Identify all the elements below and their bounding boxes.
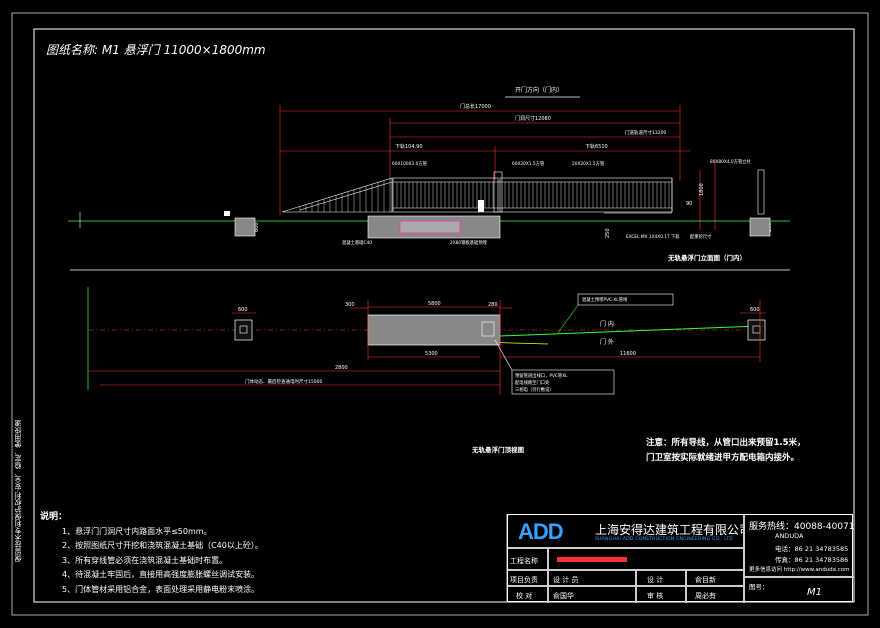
label-seg-b: 60X20X1.5方管 [512,160,545,167]
notes-title: 说明： [40,512,68,522]
row2-b: 俞国华 [548,586,636,603]
dim-h90: 90 [686,201,692,207]
drawing-title: 图纸名称: M1 悬浮门 11000×1800mm [46,43,266,57]
row1-c: 设 计 [636,570,686,586]
dimension-lines [279,105,716,230]
elevation-view-label: 无轨悬浮门立面图（门内） [667,253,746,262]
project-label: 工程名称 [508,548,548,570]
notes-section: 说明： 1、悬浮门门洞尺寸内路面水平≤50mm。 2、按照图纸尺寸开挖和浇筑混凝… [40,510,500,597]
vertical-side-text: 保留技术专利保护权利·安全、稳定、使用快速 [14,420,22,563]
service-hotline: 服务热线：40088-40071 [749,522,854,532]
dim-left-seg: 下轨104.90 [395,143,423,150]
stopper-left [224,211,230,216]
gate-elevation [281,169,765,215]
project-name-cell [548,548,744,570]
label-bottom-a: EXCEL MX 1X4X0.1T 下轨 [626,233,680,240]
plan-w11600: 11600 [620,351,636,357]
label-seg-a: 60X100X3.0方管 [392,160,428,167]
drawing-no-label: 图号： [749,583,769,591]
anduda-name: ANDUDA [775,532,804,540]
plan-view-label: 无轨悬浮门顶视图 [471,445,525,454]
callout-top-leader [557,304,579,334]
outer-border [11,12,869,616]
note-item: 2、按照图纸尺寸开挖和浇筑混凝土基础（C40以上砼）。 [62,541,263,550]
row1-a: 项目负责 [508,570,548,586]
drawing-no: M1 [807,587,822,598]
callout-bot-3: 三相电（另行敷设） [515,386,554,393]
note-item: 5、门体管材采用铝合金，表面处理采用静电粉末喷涂。 [62,584,260,594]
label-foot-b: 2X80钢板基础预埋 [450,239,488,246]
plan-gate-line [499,325,761,337]
dim-h600: 600 [254,222,260,232]
label-seg-c: 20X20X1.5方管 [572,160,605,167]
plan-gate-out: 门 外 [600,338,614,346]
dim-cart: 门道轨道尺寸13200 [625,129,666,136]
note-item: 3、所有穿线管必须在浇筑混凝土基础时布置。 [62,555,228,565]
row2-d: 周必有 [686,586,744,603]
callout-bot-box [511,369,615,395]
plan-dimension-lines [88,300,766,395]
phone-number: 电话：86 21 34783585 [775,545,849,553]
inner-border [33,28,855,603]
company-header: ADD 上海安得达建筑工程有限公司 SHANGHAI ADD CONSTRUCT… [508,515,744,548]
post-left-core [239,325,248,334]
post-foot-left-elev [234,217,256,237]
website: 更多信息访问 http://www.anduda.com [749,567,850,573]
row2-a: 校 对 [508,586,548,603]
plan-w600a: 600 [238,307,248,313]
foundation-plan [367,314,501,346]
callout-bot-1: 预留管道出线口，PVC管XL [515,372,568,379]
plan-gate-in: 门 内 [600,320,614,328]
company-name-en: SHANGHAI ADD CONSTRUCTION ENGINEERING CO… [595,537,733,542]
open-direction-label: 开门方向（门内） [515,86,563,94]
label-bottom-b: 配重轮尺寸 [690,233,712,240]
row1-b: 设 计 员 [548,570,636,586]
label-seg-d: 80X80X4.0方管立柱 [710,158,752,165]
row2-c: 审 核 [636,586,686,603]
label-foot-a: 混凝土基础C40 [342,239,372,246]
post-foot-left-plan [234,319,253,341]
fax-number: 传真：86 21 34783586 [775,556,849,564]
note-main-1: 注意：所有导线，从管口出来预留1.5米， [646,437,806,448]
company-name-cn: 上海安得达建筑工程有限公司 [595,523,744,537]
post-foot-right-elev [749,217,771,237]
pipe-box [481,321,495,337]
note-item: 4、待混凝土牢固后，直接用高强度膨胀螺丝调试安装。 [62,570,260,579]
dim-h250: 250 [605,228,611,238]
plan-w300: 300 [345,302,355,308]
callout-top-box [577,293,674,306]
drawing-no-cell: 图号： M1 [744,577,854,603]
plan-w5800: 5800 [428,301,441,307]
dim-right-seg: 下轨6510 [585,143,608,150]
foundation-center [399,220,461,234]
plan-w600b: 600 [750,307,760,313]
stopper-center [478,200,484,212]
post-foot-right-plan [747,319,766,341]
row1-d: 俞目新 [686,570,744,586]
dim-door-size: 门洞尺寸12080 [515,115,551,122]
note-main-2: 门卫室按实际就绪进甲方配电箱内接外。 [646,452,799,463]
callout-top: 混凝土预埋PVC-XL管线 [582,296,628,303]
plan-w2800: 2800 [335,365,348,371]
plan-w280: 280 [488,302,498,308]
title-block: ADD 上海安得达建筑工程有限公司 SHANGHAI ADD CONSTRUCT… [507,514,854,603]
callout-bot-leader [494,339,513,371]
project-name-redline [557,557,627,562]
contact-block: 服务热线：40088-40071 ANDUDA 电话：86 21 3478358… [744,515,854,577]
callout-bot-2: 配电线路至门口处 [515,379,550,386]
gate-bars [299,178,670,212]
dim-h1800: 1800 [699,183,705,196]
plan-w5300: 5300 [425,351,438,357]
company-logo: ADD [518,519,564,544]
plan-long-note: 门体动态、最后检查通电时尺寸15000 [245,378,322,385]
dim-total-length: 门总长17000 [460,103,491,110]
note-item: 1、悬浮门门洞尺寸内路面水平≤50mm。 [62,526,212,536]
